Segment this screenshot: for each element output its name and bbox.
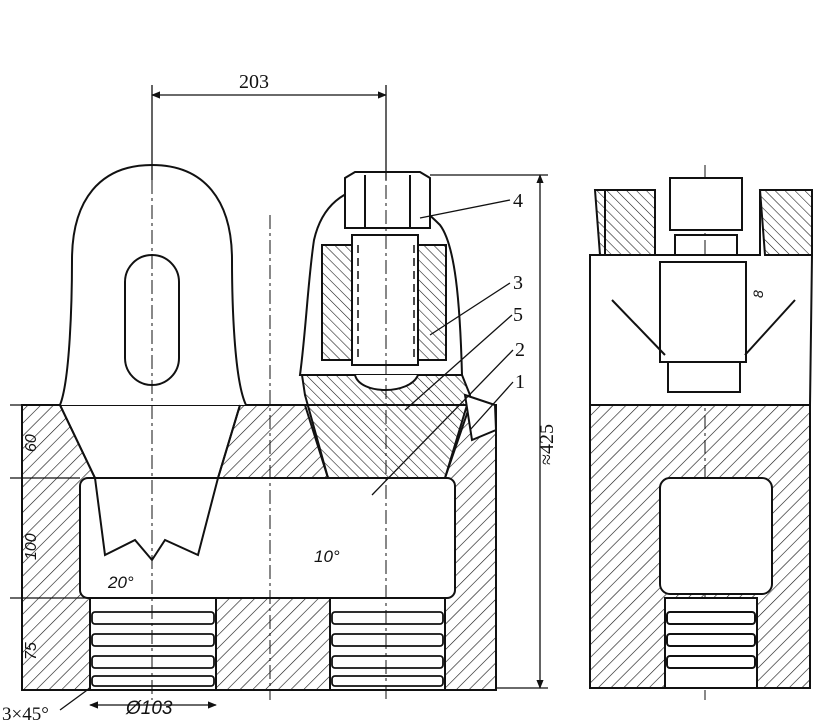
dim-overall-height: ≈425 xyxy=(536,424,558,465)
part-label-5: 5 xyxy=(513,304,523,326)
front-view xyxy=(21,160,706,700)
dim-angle-right: 10° xyxy=(314,547,340,566)
dimension-lines xyxy=(10,85,548,711)
side-view xyxy=(589,177,813,689)
dim-section-bottom: 75 xyxy=(23,642,40,660)
dim-chamfer: 3×45° xyxy=(2,704,49,725)
part-label-1: 1 xyxy=(515,371,525,393)
thread-left xyxy=(91,611,215,687)
part-label-2: 2 xyxy=(515,339,525,361)
left-eye-bolt xyxy=(59,163,247,562)
hidden-lines xyxy=(357,245,415,360)
dim-bore-diameter: Ø103 xyxy=(125,698,173,719)
part-label-3: 3 xyxy=(513,272,523,294)
part-label-4: 4 xyxy=(513,190,523,212)
dim-spacing: 203 xyxy=(239,71,269,93)
dim-section-middle: 100 xyxy=(23,533,40,560)
thread-right xyxy=(331,611,444,687)
leader-lines xyxy=(371,199,514,496)
dim-side-gap: 8 xyxy=(750,290,766,298)
dim-angle-left: 20° xyxy=(107,573,134,592)
dim-section-top: 60 xyxy=(23,434,40,452)
